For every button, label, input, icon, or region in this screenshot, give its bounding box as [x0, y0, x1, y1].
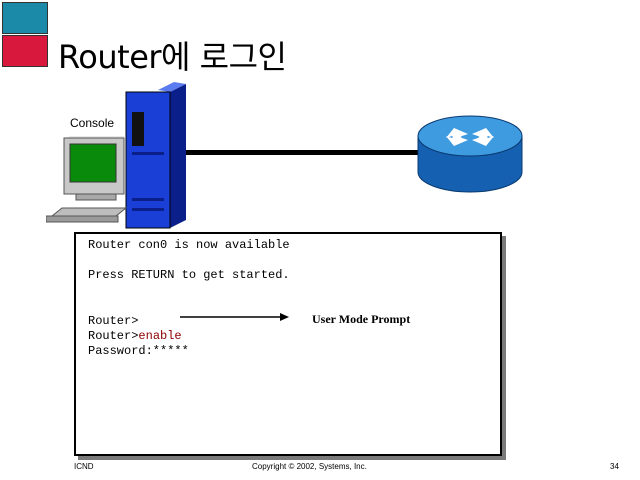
footer-course: ICND: [74, 462, 94, 471]
terminal-line-5: Password:*****: [88, 344, 189, 358]
footer-copyright: Copyright © 2002, Systems, Inc.: [252, 462, 367, 471]
terminal-line-1: Router con0 is now available: [88, 238, 290, 252]
slide-title: Router에 로그인: [58, 38, 287, 76]
terminal-command: enable: [138, 329, 182, 343]
decor-square-red: [2, 35, 48, 67]
terminal-prompt: Router>: [88, 329, 139, 343]
arrow-icon: [180, 313, 289, 321]
terminal-line-4: Router>enable: [88, 329, 182, 343]
page-number: 34: [610, 462, 619, 471]
decor-square-teal: [2, 2, 48, 34]
terminal-window: Router con0 is now available Press RETUR…: [74, 232, 502, 456]
console-label: Console: [70, 116, 115, 130]
user-mode-prompt-note: User Mode Prompt: [312, 312, 411, 326]
terminal-line-3: Router>: [88, 314, 139, 328]
pc-workstation-icon: [46, 82, 186, 229]
router-icon: [417, 115, 523, 193]
console-cable: [186, 150, 422, 155]
terminal-line-2: Press RETURN to get started.: [88, 268, 290, 282]
